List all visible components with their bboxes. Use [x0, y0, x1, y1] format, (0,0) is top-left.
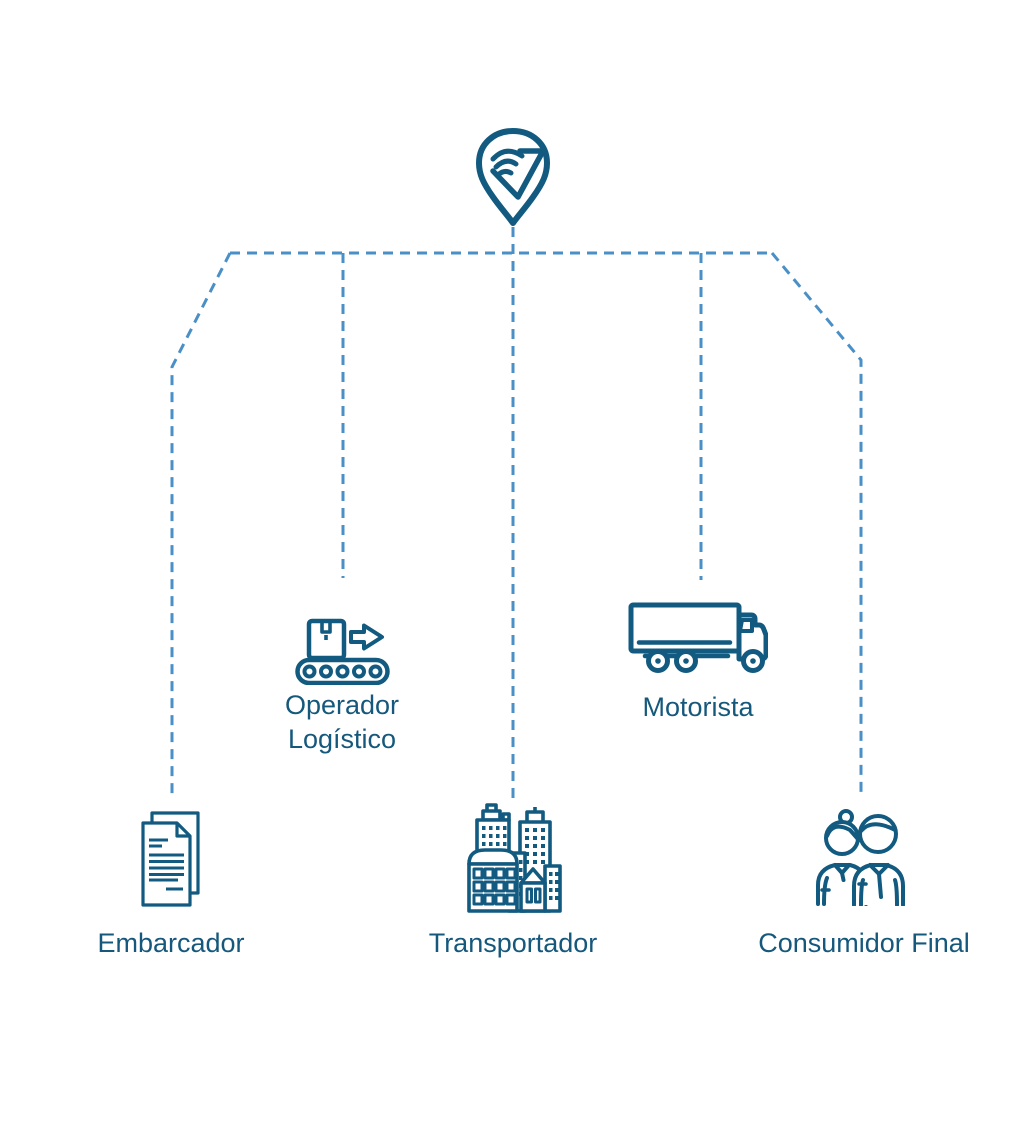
- v-location-pin-logo-icon: [470, 126, 556, 230]
- documents-icon: [137, 809, 209, 907]
- connector-consumidor: [770, 252, 863, 797]
- truck-window: [740, 620, 752, 631]
- arrow-right-icon: [351, 626, 382, 649]
- city-buildings-icon: [457, 803, 565, 913]
- embarcador-label: Embarcador: [97, 928, 245, 958]
- man-figure: [854, 816, 903, 905]
- conveyor-rollers: [305, 667, 381, 677]
- consumers-icon: [810, 806, 910, 906]
- logo-v-glyph: [493, 151, 543, 197]
- base-windows: [474, 869, 515, 904]
- consumidor-final-label: Consumidor Final: [758, 928, 970, 958]
- truck-wheels: [649, 652, 763, 671]
- connector-embarcador: [170, 252, 232, 797]
- motorista-label: Motorista: [642, 692, 754, 722]
- conveyor-belt-icon: [295, 615, 390, 685]
- truck-icon: [628, 598, 768, 673]
- operador-logistico-label: Operador Logístico: [284, 690, 400, 754]
- transportador-label: Transportador: [428, 928, 598, 958]
- document-text-lines: [149, 840, 184, 889]
- wifi-arcs-icon: [493, 151, 522, 174]
- tower-windows: [525, 828, 545, 864]
